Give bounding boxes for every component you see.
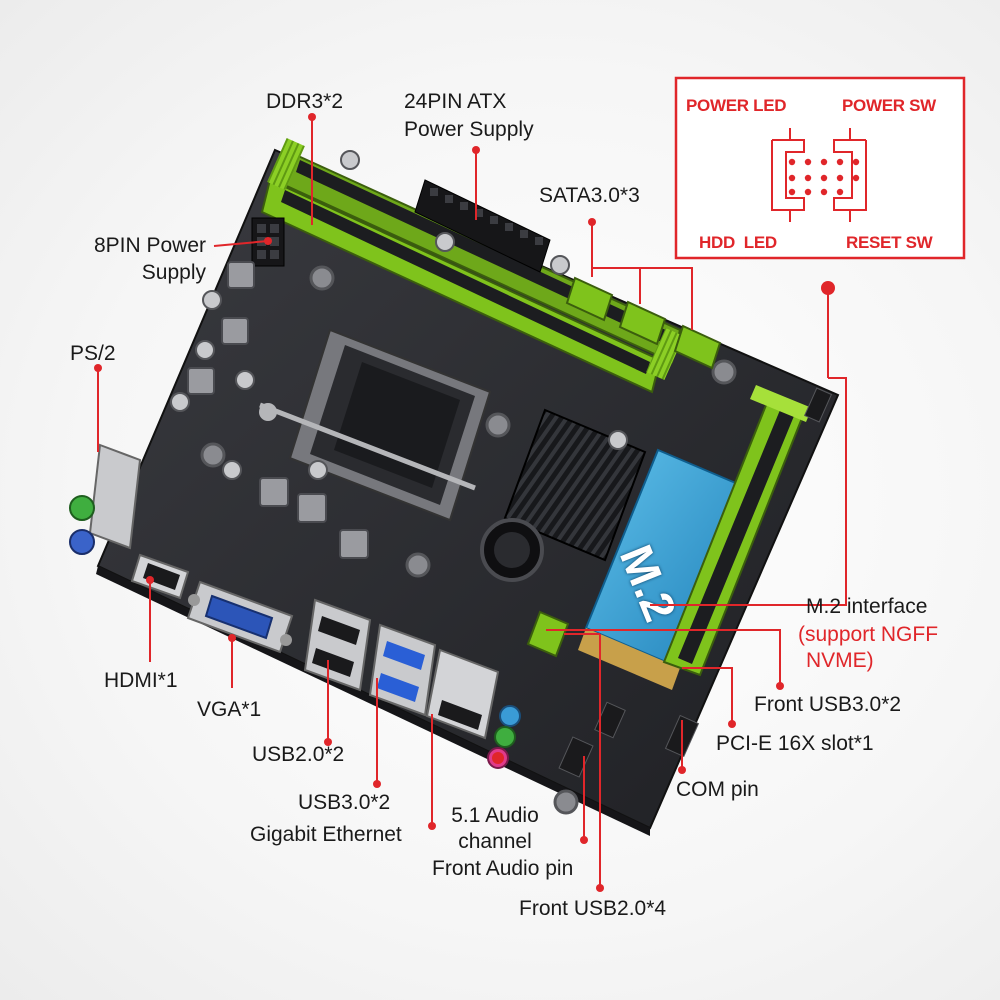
usb3-rear-ports [368, 623, 437, 717]
usb2-rear-label: USB2.0*2 [252, 743, 345, 766]
pcie-label: PCI-E 16X slot*1 [716, 732, 874, 755]
front-audio-label: Front Audio pin [432, 857, 574, 880]
front-usb3-header [526, 610, 570, 658]
reset-sw-label: RESET SW [846, 233, 933, 252]
cpu-socket [259, 328, 492, 522]
callout-dots [94, 113, 835, 892]
usb2-rear-ports [303, 598, 372, 692]
hdd-led-label: HDD LED [699, 233, 777, 252]
ethernet-label: Gigabit Ethernet [250, 823, 402, 846]
audio-label-line2: channel [458, 830, 532, 853]
ps2-port [69, 443, 142, 555]
audio-jacks [487, 705, 521, 769]
vga-port [186, 580, 294, 654]
front-usb3-label: Front USB3.0*2 [754, 693, 902, 716]
front-panel-pin-diagram [771, 128, 867, 222]
atx-connector [414, 179, 551, 273]
front-panel-box [674, 76, 966, 260]
audio-label-line1: 5.1 Audio [451, 804, 539, 827]
vrm-chokes [187, 261, 369, 559]
capacitors [170, 150, 628, 480]
hdmi-label: HDMI*1 [104, 669, 178, 692]
8pin-label-line1: 8PIN Power [93, 234, 206, 257]
m2-label-line2: (support NGFF [798, 623, 939, 646]
ethernet-port [425, 648, 500, 740]
usb3-rear-label: USB3.0*2 [298, 791, 391, 814]
m2-label-line3: NVME) [806, 649, 874, 672]
atx-label-line2: Power Supply [404, 118, 534, 141]
sata-connectors [565, 276, 722, 370]
sata-label: SATA3.0*3 [539, 184, 640, 207]
power-led-label: POWER LED [686, 96, 787, 115]
atx-label-line1: 24PIN ATX [404, 90, 507, 113]
mounting-holes [200, 265, 737, 815]
8pin-label-line2: Supply [141, 261, 206, 284]
com-label: COM pin [676, 778, 759, 801]
hdmi-port [130, 553, 190, 600]
vga-label: VGA*1 [197, 698, 262, 721]
ddr3-label: DDR3*2 [266, 90, 344, 113]
ps2-label: PS/2 [70, 342, 116, 365]
front-usb2-label: Front USB2.0*4 [519, 897, 667, 920]
front-panel-pins [788, 158, 860, 196]
power-sw-label: POWER SW [842, 96, 936, 115]
m2-label-line1: M.2 interface [806, 595, 928, 618]
